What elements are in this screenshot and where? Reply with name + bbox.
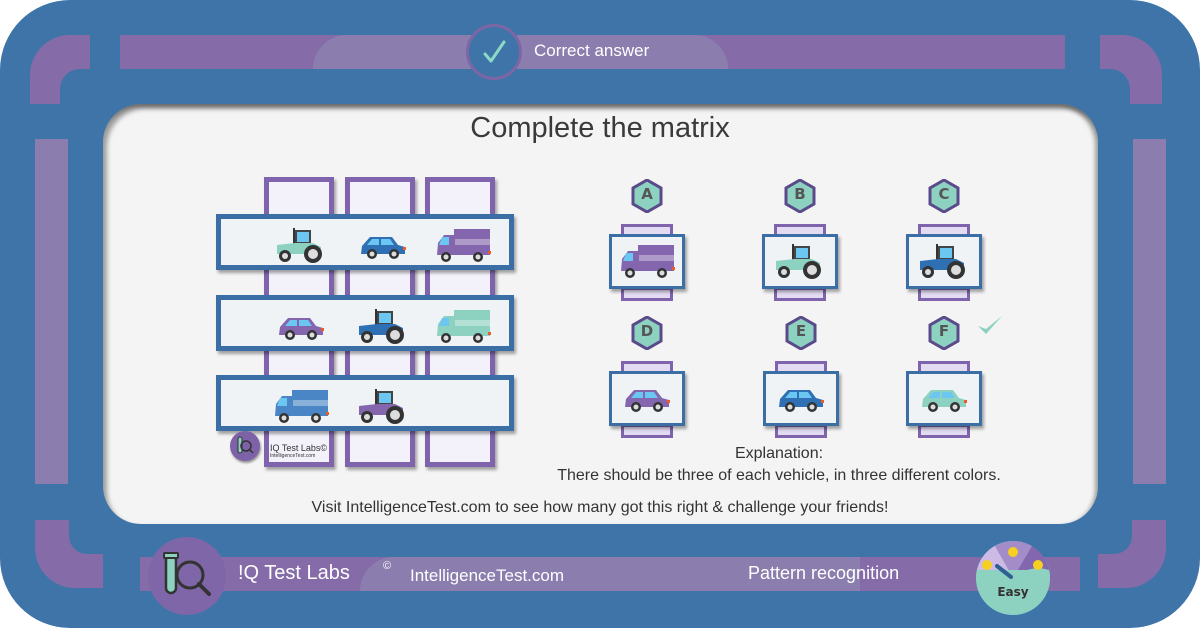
mini-brand: IQ Test Labs© IntelligenceTest.com	[270, 444, 327, 460]
option-tab	[621, 287, 673, 301]
mini-logo	[230, 431, 260, 461]
hexagon-icon	[631, 316, 663, 350]
option-c[interactable]: C	[906, 179, 982, 307]
corner-decoration	[1098, 520, 1166, 588]
mini-brand-name: IQ Test Labs©	[270, 443, 327, 453]
hexagon-icon	[784, 179, 816, 213]
status-badge	[466, 24, 522, 80]
category-label: Pattern recognition	[748, 563, 900, 583]
car-icon	[625, 389, 670, 412]
option-e[interactable]: E	[763, 316, 839, 444]
correct-checkmark-icon	[978, 316, 1002, 334]
matrix-row	[216, 295, 514, 351]
iq-logo-icon	[163, 552, 211, 596]
option-label: F	[938, 322, 950, 340]
difficulty-label: Easy	[997, 585, 1029, 599]
happy-face-icon	[982, 560, 992, 570]
matrix-row	[216, 214, 514, 270]
corner-decoration	[30, 35, 90, 104]
option-tab	[918, 424, 970, 438]
iq-logo-icon	[237, 436, 254, 454]
truck-icon	[275, 390, 329, 423]
car-icon	[922, 389, 967, 412]
footer-pill	[360, 557, 860, 591]
matrix-cell	[351, 229, 415, 263]
matrix-cell	[431, 229, 495, 263]
option-label: D	[640, 322, 654, 340]
car-icon	[279, 318, 324, 340]
truck-icon	[621, 244, 675, 278]
puzzle-title: Complete the matrix	[470, 112, 730, 144]
mini-brand-site: IntelligenceTest.com	[270, 453, 316, 459]
brand-site[interactable]: IntelligenceTest.com	[410, 566, 565, 585]
option-image	[762, 234, 838, 289]
left-stripe	[35, 139, 68, 484]
explanation-heading: Explanation:	[734, 445, 824, 462]
matrix-cell	[351, 389, 415, 424]
option-image	[906, 371, 982, 426]
tractor-icon	[920, 243, 965, 279]
matrix-cell	[269, 310, 333, 344]
explanation-text: There should be three of each vehicle, i…	[557, 467, 1001, 484]
hexagon-icon	[928, 316, 960, 350]
option-tab	[775, 424, 827, 438]
brand-name: !Q Test Labs	[238, 562, 350, 584]
option-label: A	[641, 185, 653, 203]
copyright-symbol: ©	[383, 560, 392, 572]
matrix-cell-missing	[431, 390, 495, 424]
neutral-face-icon	[1008, 547, 1018, 557]
option-d[interactable]: D	[609, 316, 685, 444]
tractor-icon	[776, 243, 821, 279]
right-stripe	[1133, 139, 1166, 484]
hexagon-icon	[631, 179, 663, 213]
option-label: C	[938, 185, 950, 203]
checkmark-icon	[483, 40, 506, 63]
option-tab	[621, 424, 673, 438]
matrix-cell	[269, 390, 333, 424]
truck-icon	[437, 229, 491, 262]
hexagon-icon	[928, 179, 960, 213]
option-label: E	[795, 322, 807, 340]
tractor-icon	[359, 389, 404, 424]
difficulty-gauge-icon	[976, 541, 1050, 616]
matrix-cell	[351, 309, 415, 344]
option-tab	[774, 287, 826, 301]
option-image	[906, 234, 982, 289]
option-f[interactable]: F	[906, 316, 982, 444]
option-tab	[918, 287, 970, 301]
tractor-icon	[277, 228, 322, 263]
option-image	[609, 234, 685, 289]
option-image	[609, 371, 685, 426]
option-b[interactable]: B	[762, 179, 838, 307]
matrix-row	[216, 375, 514, 431]
cta-text[interactable]: Visit IntelligenceTest.com to see how ma…	[311, 499, 889, 516]
status-text: Correct answer	[534, 41, 650, 60]
matrix-cell	[431, 310, 495, 344]
explanation: Explanation: There should be three of ea…	[480, 443, 1078, 487]
hexagon-icon	[785, 316, 817, 350]
brand-logo	[148, 537, 226, 615]
option-label: B	[794, 185, 806, 203]
matrix-cell	[269, 228, 333, 263]
car-icon	[779, 389, 824, 412]
car-icon	[361, 237, 406, 259]
option-a[interactable]: A	[609, 179, 685, 307]
corner-decoration	[35, 520, 103, 588]
option-image	[763, 371, 839, 426]
shocked-face-icon	[1033, 560, 1043, 570]
tractor-icon	[359, 309, 404, 344]
truck-icon	[437, 310, 491, 343]
